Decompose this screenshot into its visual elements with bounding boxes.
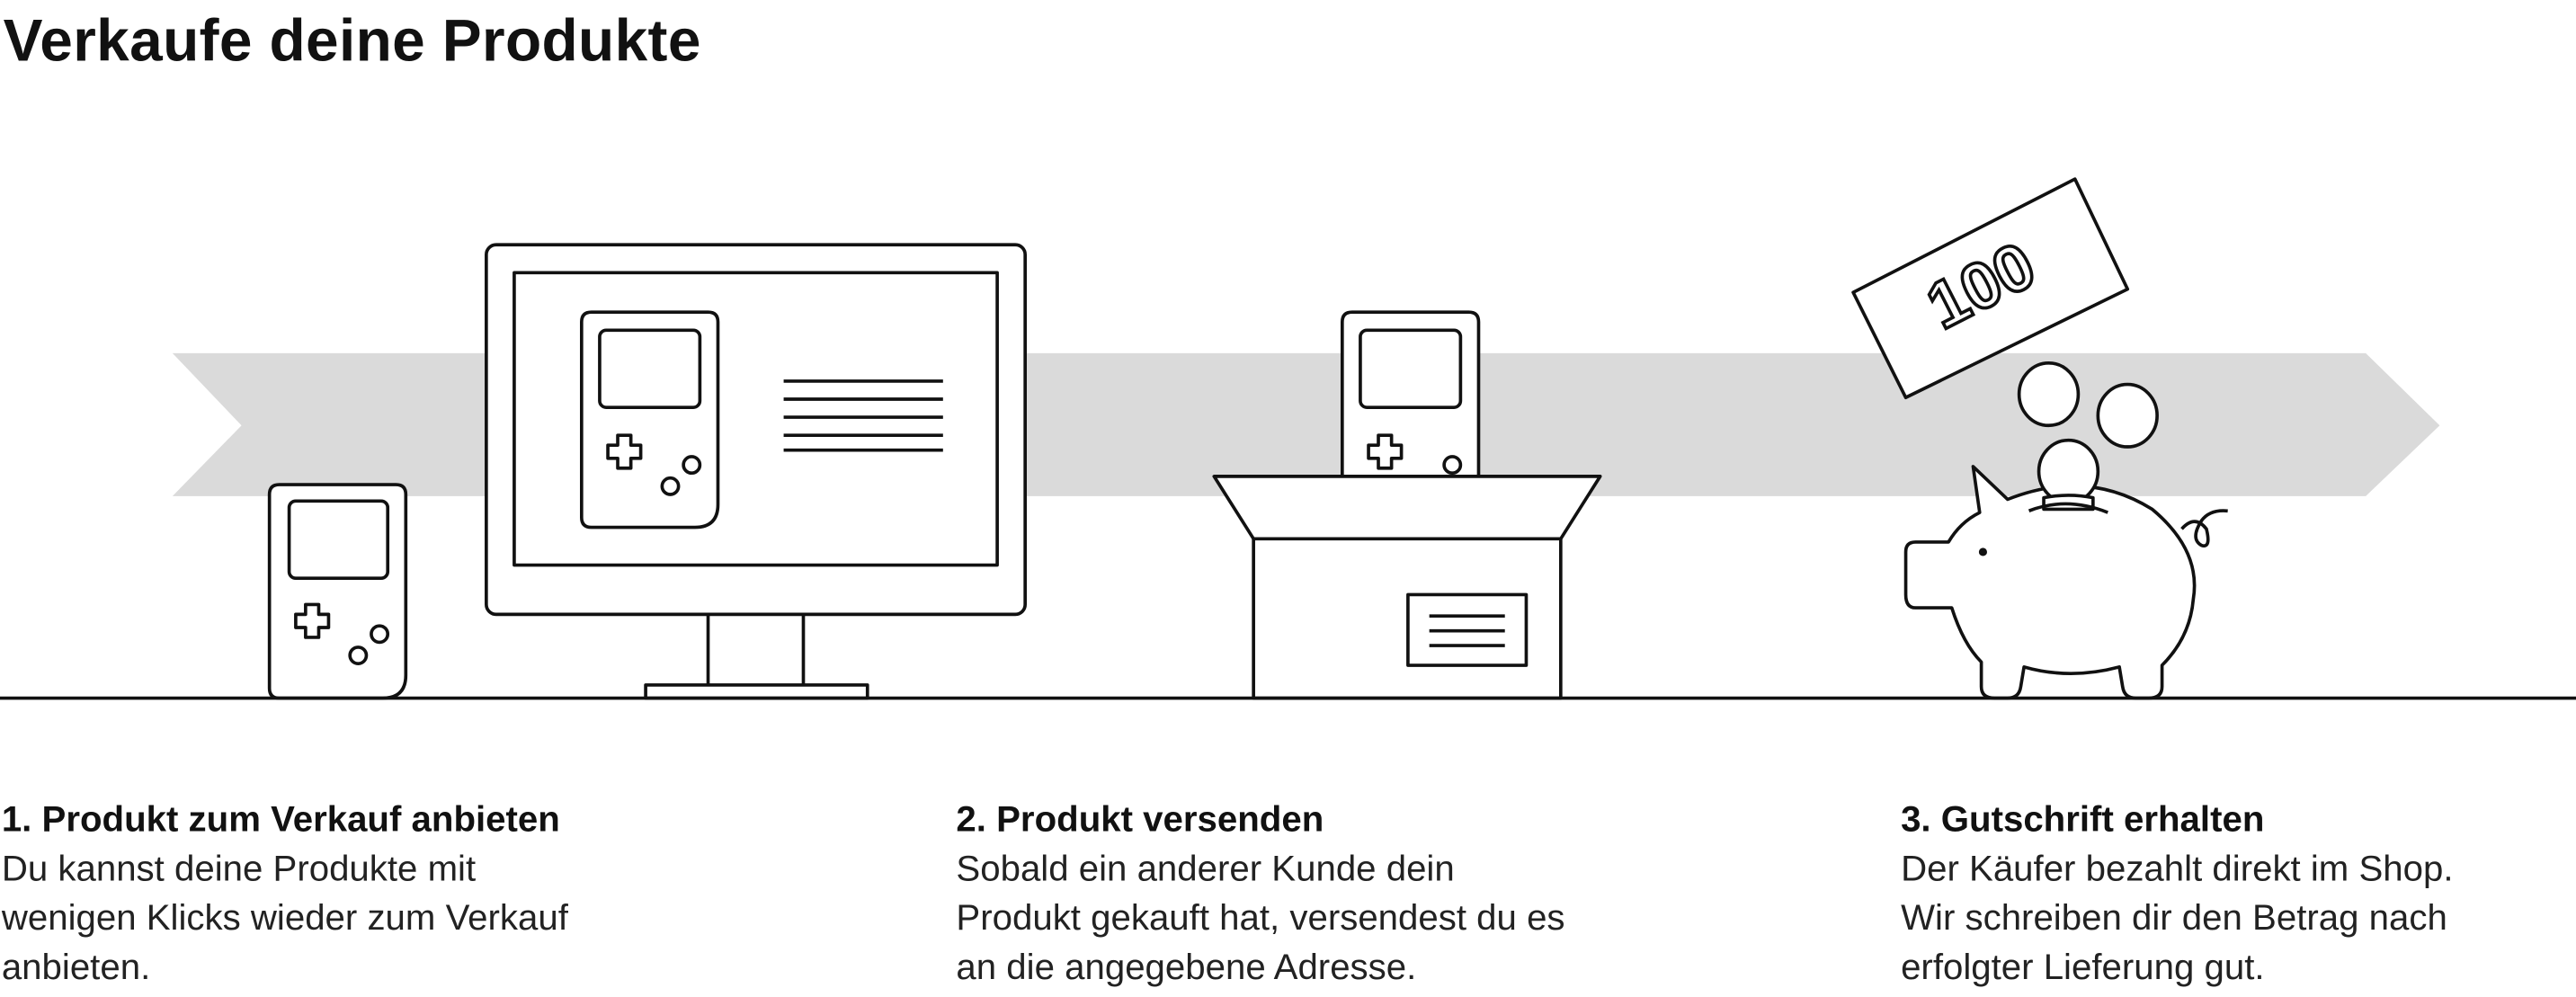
step-text-line: Wir schreiben dir den Betrag nach: [1901, 896, 2447, 939]
step-3: 3. Gutschrift erhalten Der Käufer bezahl…: [1901, 795, 2576, 992]
step-text-line: an die angegebene Adresse.: [956, 946, 1417, 988]
monitor-icon: [485, 243, 1028, 700]
page-title: Verkaufe deine Produkte: [3, 6, 701, 75]
step-text-line: anbieten.: [1, 946, 151, 988]
handheld-console-icon: [267, 483, 408, 700]
step-text-line: Du kannst deine Produkte mit: [1, 847, 477, 889]
step-text-line: Sobald ein anderer Kunde dein: [956, 847, 1455, 889]
step-heading: 3. Gutschrift erhalten: [1901, 798, 2265, 840]
step-text-line: Der Käufer bezahlt direkt im Shop.: [1901, 847, 2454, 889]
listing-handheld-icon: [580, 310, 720, 530]
step-text-line: Produkt gekauft hat, versendest du es: [956, 896, 1565, 939]
step-text-line: erfolgter Lieferung gut.: [1901, 946, 2265, 988]
banknote-icon: 100: [1851, 177, 2130, 400]
shipping-box-icon: [1212, 310, 1602, 700]
step-text-line: wenigen Klicks wieder zum Verkauf: [1, 896, 568, 939]
listing-text-lines: [783, 379, 943, 452]
piggy-bank-icon: [1903, 438, 2228, 700]
coin-icon: [2037, 438, 2100, 504]
coin-icon: [2096, 382, 2159, 449]
coin-icon: [2017, 361, 2081, 428]
step-heading: 1. Produkt zum Verkauf anbieten: [1, 798, 560, 840]
step-1: 1. Produkt zum Verkauf anbieten Du kanns…: [2, 795, 691, 992]
step-heading: 2. Produkt versenden: [956, 798, 1324, 840]
step-2: 2. Produkt versenden Sobald ein anderer …: [956, 795, 1645, 992]
